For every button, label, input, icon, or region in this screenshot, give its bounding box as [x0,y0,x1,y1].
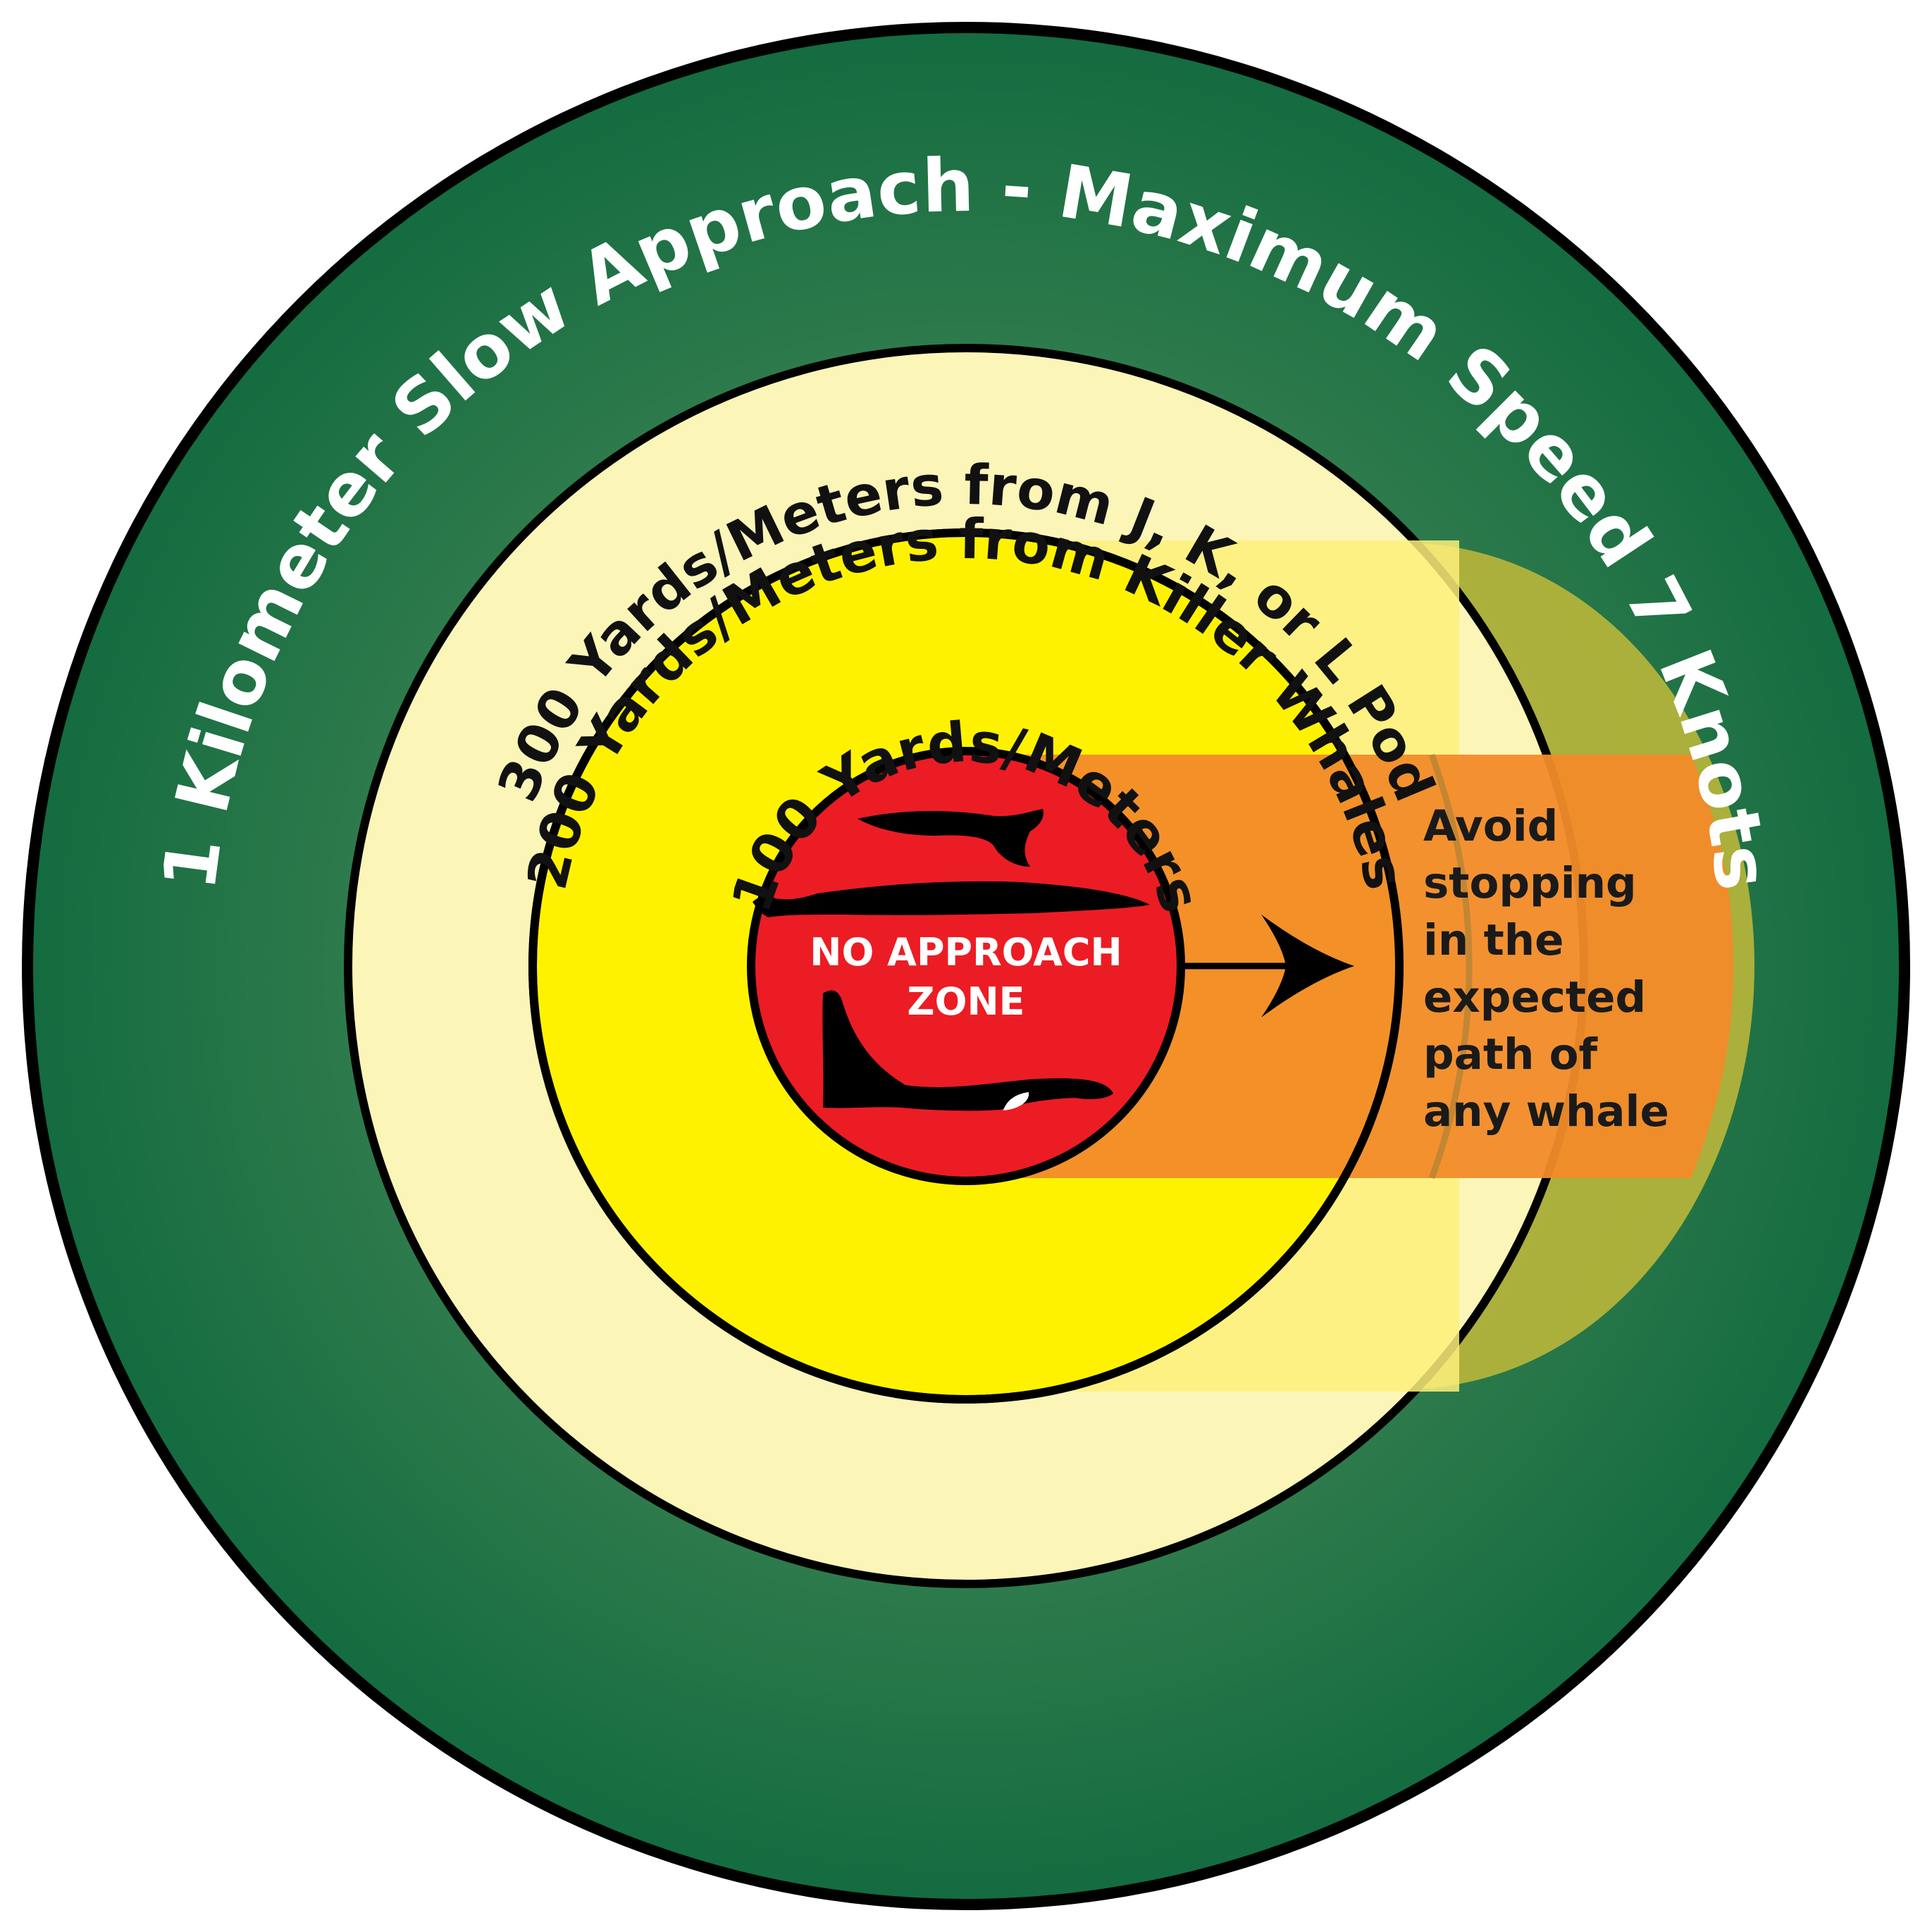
swimming-whale-icon [753,881,1150,917]
path-note: Avoid stopping in the expected path of a… [1423,801,1669,1137]
no-approach-line2: ZONE [907,979,1024,1024]
path-note-line: stopping [1423,858,1637,908]
direction-arrow-icon [1181,915,1354,1017]
path-note-line: any whale [1423,1086,1669,1137]
path-note-line: expected [1423,972,1646,1022]
whale-tail-icon [857,809,1044,867]
path-note-line: in the [1423,915,1564,965]
orca-icon [822,990,1113,1111]
path-note-line: path of [1423,1029,1599,1079]
path-note-line: Avoid [1423,801,1558,851]
no-approach-line1: NO APPROACH [810,930,1122,974]
